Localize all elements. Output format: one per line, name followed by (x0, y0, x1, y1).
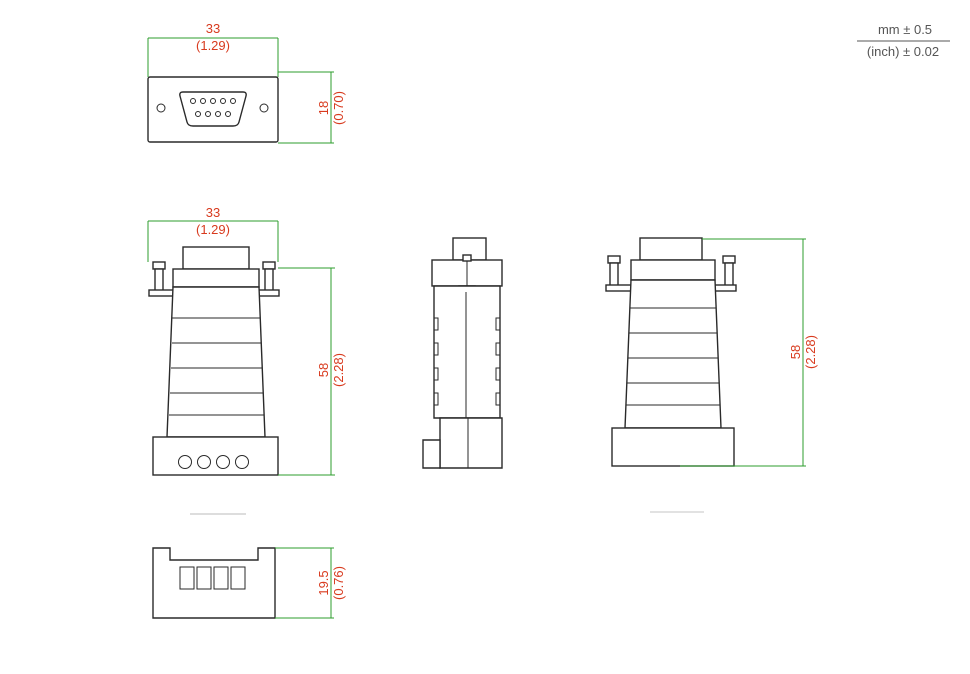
bottom-height-dimension: 19.5 (0.76) (275, 547, 346, 619)
terminal-screw (235, 455, 249, 469)
mounting-hole-right (259, 103, 269, 113)
terminal-slot (196, 566, 212, 590)
bottom-height-inch: (0.76) (331, 566, 346, 600)
screw-head-right (262, 261, 276, 270)
front-db9-shell (182, 246, 250, 270)
pin (210, 98, 216, 104)
back-height-inch: (2.28) (803, 335, 818, 369)
back-screw-body-left (609, 262, 619, 288)
top-view-width-dimension: 33 (1.29) (147, 21, 279, 77)
terminal-screw (216, 455, 230, 469)
back-height-dimension: 58 (2.28) (680, 238, 818, 467)
bottom-terminal-slots (179, 566, 246, 590)
front-grip-ribs (169, 317, 264, 416)
pin (195, 111, 201, 117)
terminal-slot (179, 566, 195, 590)
back-height-mm: 58 (788, 345, 803, 359)
front-width-inch: (1.29) (196, 222, 230, 237)
front-height-inch: (2.28) (331, 353, 346, 387)
terminal-screw (178, 455, 192, 469)
pin (220, 98, 226, 104)
screw-head-left (152, 261, 166, 270)
top-width-mm: 33 (206, 21, 220, 36)
front-view (148, 246, 280, 476)
terminal-block (152, 436, 279, 476)
pin (215, 111, 221, 117)
front-width-mm: 33 (206, 205, 220, 220)
back-body (624, 279, 722, 429)
side-view (422, 237, 503, 469)
top-height-inch: (0.70) (331, 91, 346, 125)
pin (200, 98, 206, 104)
side-grip-notches (434, 317, 500, 406)
back-terminal-block (611, 427, 735, 467)
side-body (433, 285, 501, 419)
top-height-mm: 18 (316, 101, 331, 115)
side-terminal-block (439, 417, 503, 469)
front-height-mm: 58 (316, 363, 331, 377)
front-width-dimension: 33 (1.29) (147, 205, 279, 262)
top-view (147, 76, 279, 143)
legend-mm: mm ± 0.5 (878, 22, 932, 37)
bottom-height-mm: 19.5 (316, 570, 331, 595)
db9-shell (179, 91, 247, 127)
back-grip-ribs (626, 307, 720, 406)
terminal-screw (197, 455, 211, 469)
front-height-dimension: 58 (2.28) (278, 267, 346, 476)
terminal-screws (178, 455, 249, 469)
side-screw-head (462, 254, 472, 262)
back-flange (630, 259, 716, 281)
back-screw-head-right (722, 255, 736, 264)
front-flange (172, 268, 260, 288)
db9-pins (190, 98, 236, 117)
pin (225, 111, 231, 117)
back-screw-body-right (724, 262, 734, 288)
back-view (605, 237, 737, 467)
terminal-slot (230, 566, 246, 590)
back-db9-shell (639, 237, 703, 261)
top-view-height-dimension: 18 (0.70) (278, 71, 346, 144)
pin (190, 98, 196, 104)
mounting-hole-left (156, 103, 166, 113)
side-terminal-lip (422, 439, 441, 469)
pin (230, 98, 236, 104)
top-width-inch: (1.29) (196, 38, 230, 53)
pin (205, 111, 211, 117)
back-screw-head-left (607, 255, 621, 264)
bottom-view (152, 547, 276, 619)
legend-inch: (inch) ± 0.02 (867, 44, 939, 59)
tolerance-legend: mm ± 0.5 (inch) ± 0.02 (857, 22, 950, 59)
terminal-slot (213, 566, 229, 590)
